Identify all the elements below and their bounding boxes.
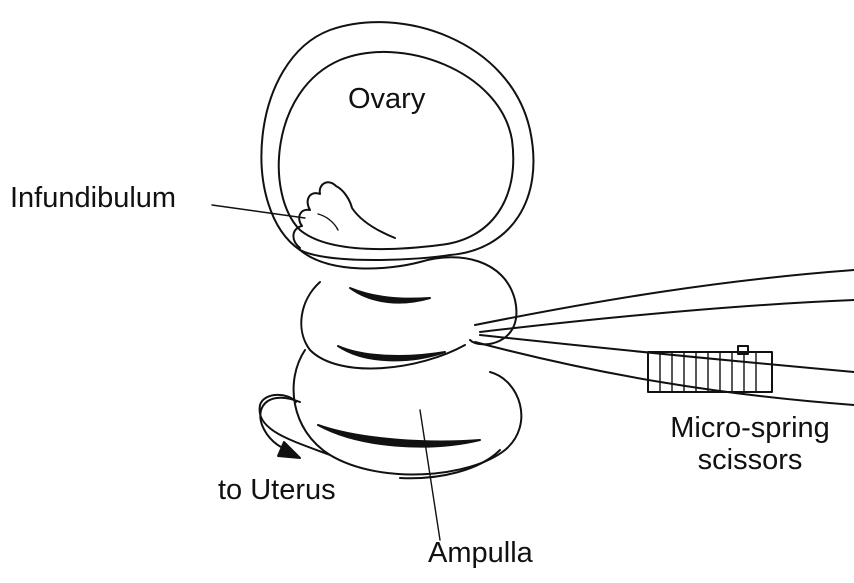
scissors-upper-blade-inner	[480, 300, 854, 332]
oviduct-lower-coil	[294, 350, 522, 474]
ovarian-bursa-outline	[261, 22, 533, 260]
to-uterus-arrowhead	[278, 442, 300, 458]
infundibulum-leader-line	[212, 205, 305, 218]
oviduct-upper-coil	[300, 250, 516, 344]
lower-fold-slit	[318, 425, 480, 447]
ovary-label: Ovary	[348, 84, 425, 116]
to-uterus-label: to Uterus	[218, 475, 336, 507]
infundibulum-fimbriae	[293, 182, 395, 248]
micro-spring-scissors-label-line1: Micro-spring	[650, 413, 850, 445]
scissors-lower-blade	[480, 335, 854, 372]
upper-fold-slit	[350, 288, 430, 303]
middle-fold-slit	[338, 346, 445, 360]
infundibulum-label: Infundibulum	[10, 183, 176, 215]
infundibulum-fold	[318, 214, 338, 230]
scissors-grip-ridges	[660, 352, 756, 392]
micro-spring-scissors-label-line2: scissors	[650, 445, 850, 477]
scissors-upper-blade	[475, 270, 854, 325]
ampulla-label: Ampulla	[428, 538, 533, 570]
ovary-outline	[279, 52, 514, 249]
